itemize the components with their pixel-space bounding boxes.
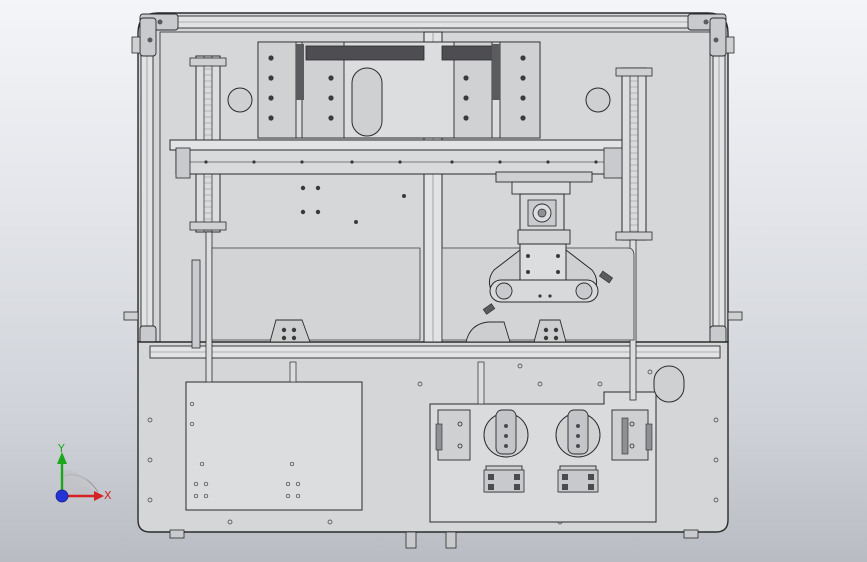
horizontal-linear-module [169, 139, 623, 224]
upper-mount-plates [227, 41, 611, 139]
view-orientation-triad[interactable]: Y X [55, 442, 112, 503]
vertical-rails [189, 31, 653, 405]
y-axis-arrowhead [57, 452, 67, 464]
x-axis-label: X [104, 489, 112, 502]
y-axis-label: Y [57, 442, 65, 455]
base-plate [137, 341, 729, 549]
z-axis-gripper-assembly[interactable] [482, 193, 614, 315]
x-axis-arrowhead [94, 491, 104, 501]
z-axis-dot [55, 489, 69, 503]
